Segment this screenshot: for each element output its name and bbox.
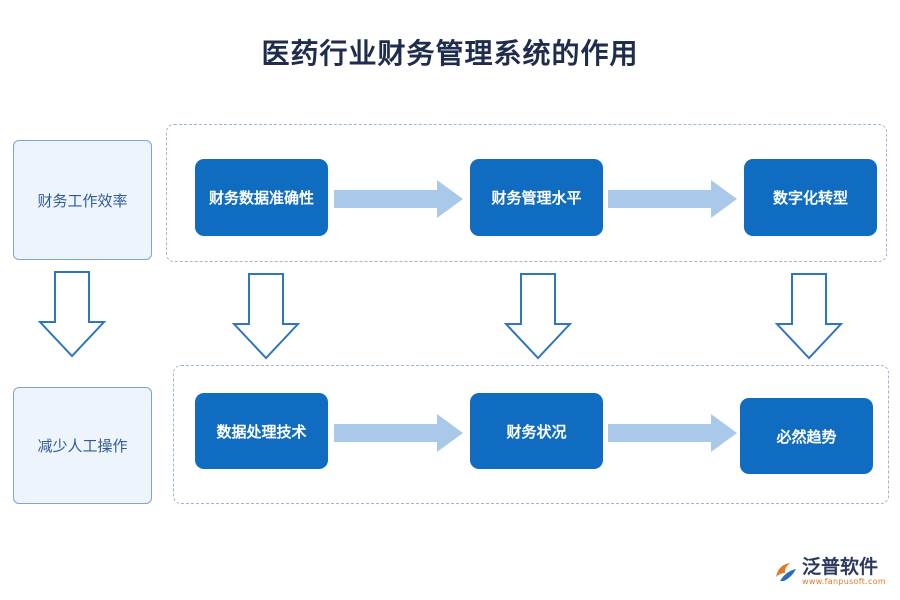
node-financial-management-level: 财务管理水平	[470, 159, 603, 236]
side-label-reduce-manual: 减少人工操作	[13, 387, 152, 504]
node-financial-data-accuracy: 财务数据准确性	[195, 159, 328, 236]
node-data-processing-tech: 数据处理技术	[195, 393, 328, 469]
v-arrow-side	[37, 271, 107, 358]
v-arrow-col1	[231, 273, 301, 360]
logo-url: www.fanpusoft.com	[802, 577, 886, 586]
node-financial-status: 财务状况	[470, 393, 603, 469]
brand-logo: 泛普软件 www.fanpusoft.com	[772, 557, 886, 586]
diagram-title: 医药行业财务管理系统的作用	[261, 37, 639, 70]
side-label-efficiency: 财务工作效率	[13, 140, 152, 260]
logo-name: 泛普软件	[802, 556, 879, 578]
h-arrow-row2-b	[608, 414, 737, 452]
node-inevitable-trend: 必然趋势	[740, 398, 873, 474]
h-arrow-row1-b	[608, 180, 737, 218]
h-arrow-row1-a	[334, 180, 463, 218]
row-2-container	[173, 365, 889, 504]
h-arrow-row2-a	[334, 414, 463, 452]
row-1-container	[166, 124, 887, 262]
logo-icon	[776, 562, 797, 581]
v-arrow-col3	[774, 273, 844, 360]
v-arrow-col2	[503, 273, 573, 360]
node-digital-transformation: 数字化转型	[744, 159, 877, 236]
